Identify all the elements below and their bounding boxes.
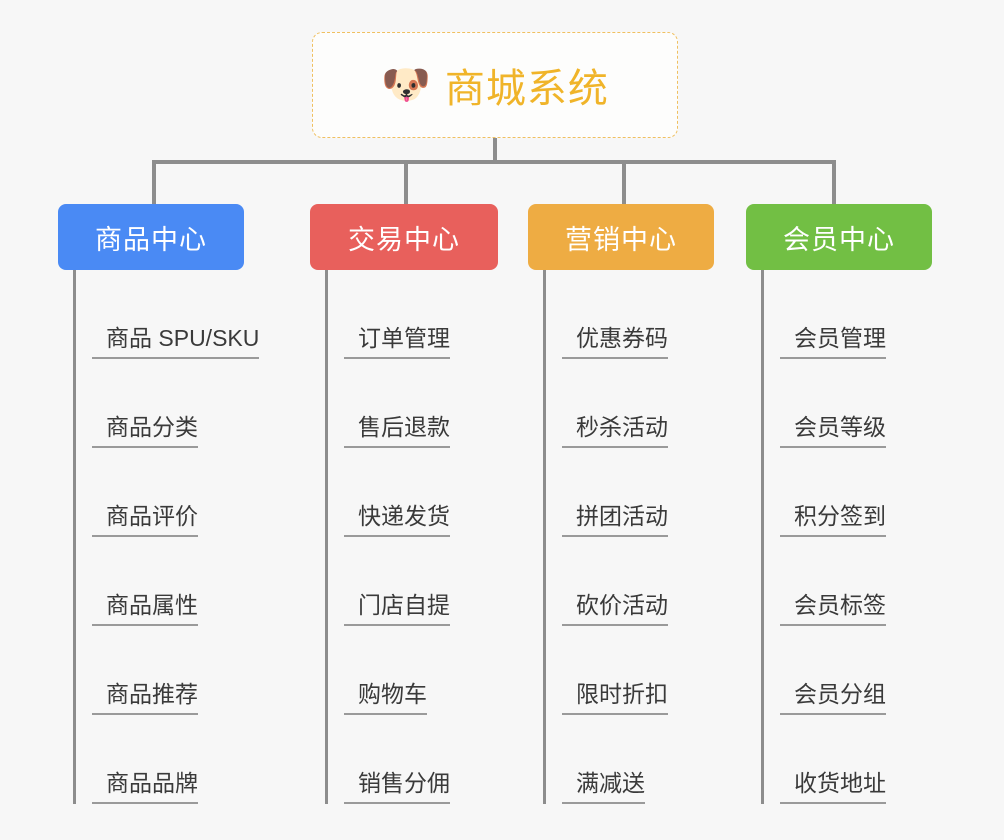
leaf-label: 优惠券码 bbox=[562, 325, 668, 359]
list-item[interactable]: 售后退款 bbox=[328, 359, 530, 448]
list-item[interactable]: 商品品牌 bbox=[76, 715, 288, 804]
leaf-label: 门店自提 bbox=[344, 592, 450, 626]
leaf-label: 快递发货 bbox=[344, 503, 450, 537]
leaf-label: 售后退款 bbox=[344, 414, 450, 448]
connector-root-stem bbox=[493, 138, 497, 162]
branch-column-2: 交易中心 订单管理 售后退款 快递发货 门店自提 购物车 销售分佣 bbox=[310, 204, 530, 804]
list-item[interactable]: 商品推荐 bbox=[76, 626, 288, 715]
leaf-label: 商品 SPU/SKU bbox=[92, 325, 260, 359]
leaf-label: 收货地址 bbox=[780, 770, 886, 804]
connector-horizontal-bus bbox=[152, 160, 836, 164]
leaf-label: 积分签到 bbox=[780, 503, 886, 537]
category-label-1: 商品中心 bbox=[95, 224, 207, 255]
list-item[interactable]: 门店自提 bbox=[328, 537, 530, 626]
list-item[interactable]: 商品 SPU/SKU bbox=[76, 270, 288, 359]
connector-drop-2 bbox=[404, 162, 408, 204]
category-header-2[interactable]: 交易中心 bbox=[310, 204, 498, 270]
leaf-label: 限时折扣 bbox=[562, 681, 668, 715]
list-item[interactable]: 会员等级 bbox=[764, 359, 946, 448]
leaf-label: 会员管理 bbox=[780, 325, 886, 359]
branch-column-1: 商品中心 商品 SPU/SKU 商品分类 商品评价 商品属性 商品推荐 商品品牌 bbox=[58, 204, 288, 804]
branch-column-4: 会员中心 会员管理 会员等级 积分签到 会员标签 会员分组 收货地址 bbox=[746, 204, 946, 804]
list-item[interactable]: 商品评价 bbox=[76, 448, 288, 537]
list-item[interactable]: 拼团活动 bbox=[546, 448, 738, 537]
leaf-list-1: 商品 SPU/SKU 商品分类 商品评价 商品属性 商品推荐 商品品牌 bbox=[73, 270, 288, 804]
category-header-4[interactable]: 会员中心 bbox=[746, 204, 932, 270]
leaf-label: 会员分组 bbox=[780, 681, 886, 715]
leaf-label: 秒杀活动 bbox=[562, 414, 668, 448]
leaf-label: 销售分佣 bbox=[344, 770, 450, 804]
leaf-list-4: 会员管理 会员等级 积分签到 会员标签 会员分组 收货地址 bbox=[761, 270, 946, 804]
dog-face-icon: 🐶 bbox=[381, 63, 431, 107]
leaf-list-3: 优惠券码 秒杀活动 拼团活动 砍价活动 限时折扣 满减送 bbox=[543, 270, 738, 804]
list-item[interactable]: 优惠券码 bbox=[546, 270, 738, 359]
list-item[interactable]: 会员管理 bbox=[764, 270, 946, 359]
list-item[interactable]: 积分签到 bbox=[764, 448, 946, 537]
leaf-label: 商品属性 bbox=[92, 592, 198, 626]
leaf-label: 满减送 bbox=[562, 770, 645, 804]
leaf-label: 商品品牌 bbox=[92, 770, 198, 804]
root-title: 商城系统 bbox=[444, 67, 609, 111]
leaf-label: 会员标签 bbox=[780, 592, 886, 626]
list-item[interactable]: 商品属性 bbox=[76, 537, 288, 626]
list-item[interactable]: 会员分组 bbox=[764, 626, 946, 715]
list-item[interactable]: 满减送 bbox=[546, 715, 738, 804]
list-item[interactable]: 销售分佣 bbox=[328, 715, 530, 804]
leaf-label: 订单管理 bbox=[344, 325, 450, 359]
list-item[interactable]: 会员标签 bbox=[764, 537, 946, 626]
leaf-label: 砍价活动 bbox=[562, 592, 668, 626]
leaf-label: 商品分类 bbox=[92, 414, 198, 448]
connector-drop-1 bbox=[152, 162, 156, 204]
connector-drop-3 bbox=[622, 162, 626, 204]
root-node[interactable]: 🐶 商城系统 bbox=[312, 32, 678, 138]
list-item[interactable]: 购物车 bbox=[328, 626, 530, 715]
leaf-label: 会员等级 bbox=[780, 414, 886, 448]
connector-drop-4 bbox=[832, 162, 836, 204]
list-item[interactable]: 限时折扣 bbox=[546, 626, 738, 715]
list-item[interactable]: 秒杀活动 bbox=[546, 359, 738, 448]
list-item[interactable]: 订单管理 bbox=[328, 270, 530, 359]
leaf-label: 商品评价 bbox=[92, 503, 198, 537]
list-item[interactable]: 商品分类 bbox=[76, 359, 288, 448]
category-label-4: 会员中心 bbox=[783, 224, 895, 255]
category-label-2: 交易中心 bbox=[348, 224, 460, 255]
leaf-label: 购物车 bbox=[344, 681, 427, 715]
list-item[interactable]: 收货地址 bbox=[764, 715, 946, 804]
list-item[interactable]: 快递发货 bbox=[328, 448, 530, 537]
leaf-list-2: 订单管理 售后退款 快递发货 门店自提 购物车 销售分佣 bbox=[325, 270, 530, 804]
category-header-1[interactable]: 商品中心 bbox=[58, 204, 244, 270]
leaf-label: 商品推荐 bbox=[92, 681, 198, 715]
category-label-3: 营销中心 bbox=[565, 224, 677, 255]
list-item[interactable]: 砍价活动 bbox=[546, 537, 738, 626]
leaf-label: 拼团活动 bbox=[562, 503, 668, 537]
category-header-3[interactable]: 营销中心 bbox=[528, 204, 714, 270]
branch-column-3: 营销中心 优惠券码 秒杀活动 拼团活动 砍价活动 限时折扣 满减送 bbox=[528, 204, 738, 804]
